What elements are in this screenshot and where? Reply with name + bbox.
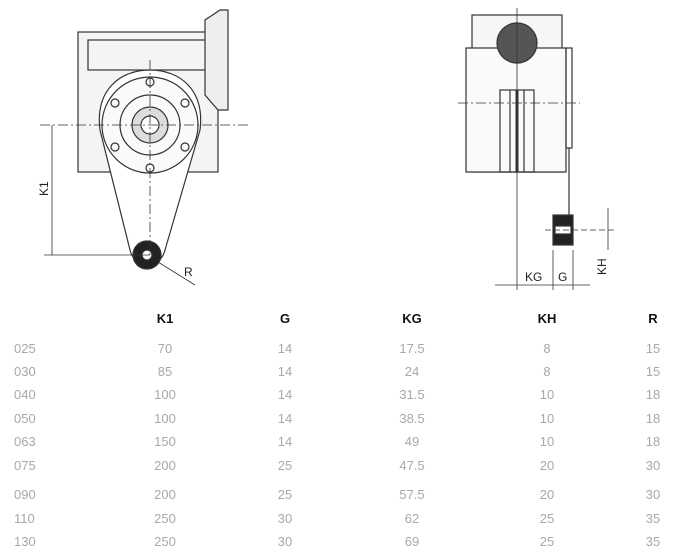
size-cell: 090 — [14, 487, 36, 502]
size-cell: 025 — [14, 341, 36, 356]
value-cell: 30 — [645, 458, 661, 473]
value-cell: 20 — [539, 487, 555, 502]
value-cell: 150 — [154, 434, 176, 449]
value-cell: 14 — [277, 387, 293, 402]
value-cell: 85 — [157, 364, 173, 379]
value-cell: 62 — [404, 511, 420, 526]
size-cell: 040 — [14, 387, 36, 402]
value-cell: 18 — [645, 411, 661, 426]
size-cell: 030 — [14, 364, 36, 379]
value-cell: 49 — [404, 434, 420, 449]
value-cell: 200 — [154, 487, 176, 502]
value-cell: 18 — [645, 387, 661, 402]
k1-dimension-label: K1 — [37, 181, 51, 196]
value-cell: 69 — [404, 534, 420, 549]
value-cell: 17.5 — [399, 341, 425, 356]
value-cell: 25 — [277, 487, 293, 502]
value-cell: 25 — [539, 511, 555, 526]
value-cell: 100 — [154, 387, 176, 402]
value-cell: 200 — [154, 458, 176, 473]
value-cell: 38.5 — [399, 411, 425, 426]
size-cell: 110 — [14, 511, 35, 526]
value-cell: 31.5 — [399, 387, 425, 402]
value-cell: 250 — [154, 511, 176, 526]
size-cell: 050 — [14, 411, 36, 426]
value-cell: 30 — [277, 534, 293, 549]
value-cell: 10 — [539, 387, 555, 402]
value-cell: 14 — [277, 364, 293, 379]
column-header-k1: K1 — [156, 311, 174, 326]
kg-dimension-label: KG — [525, 270, 542, 284]
side-view-drawing — [458, 8, 615, 290]
g-dimension-label: G — [558, 270, 567, 284]
value-cell: 250 — [154, 534, 176, 549]
value-cell: 10 — [539, 411, 555, 426]
value-cell: 30 — [277, 511, 293, 526]
column-header-g: G — [279, 311, 291, 326]
value-cell: 35 — [645, 511, 661, 526]
r-dimension-label: R — [184, 265, 193, 279]
technical-drawings: K1 R KG G KH — [37, 8, 615, 290]
value-cell: 25 — [539, 534, 555, 549]
value-cell: 15 — [645, 364, 661, 379]
value-cell: 18 — [645, 434, 661, 449]
value-cell: 25 — [277, 458, 293, 473]
size-cell: 075 — [14, 458, 36, 473]
kh-dimension-label: KH — [595, 258, 609, 275]
value-cell: 14 — [277, 341, 293, 356]
column-header-kg: KG — [402, 311, 422, 326]
size-cell: 130 — [14, 534, 36, 549]
front-view-drawing — [40, 9, 250, 286]
value-cell: 20 — [539, 458, 555, 473]
value-cell: 14 — [277, 434, 293, 449]
value-cell: 100 — [154, 411, 176, 426]
value-cell: 8 — [543, 341, 551, 356]
value-cell: 30 — [645, 487, 661, 502]
value-cell: 24 — [404, 364, 420, 379]
value-cell: 35 — [645, 534, 661, 549]
value-cell: 8 — [543, 364, 551, 379]
value-cell: 15 — [645, 341, 661, 356]
value-cell: 47.5 — [399, 458, 425, 473]
value-cell: 14 — [277, 411, 293, 426]
column-header-r: R — [648, 311, 658, 326]
value-cell: 70 — [157, 341, 173, 356]
value-cell: 10 — [539, 434, 555, 449]
value-cell: 57.5 — [399, 487, 425, 502]
size-cell: 063 — [14, 434, 36, 449]
column-header-kh: KH — [537, 311, 557, 326]
